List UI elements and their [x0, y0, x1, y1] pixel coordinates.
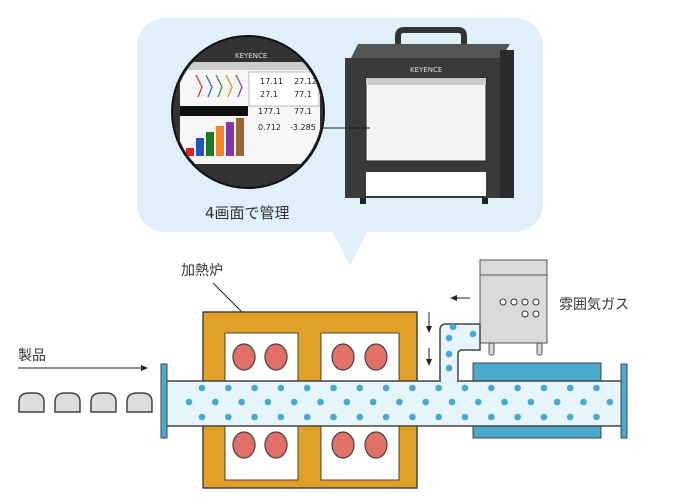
gas-particle	[225, 413, 232, 421]
gas-particle	[251, 413, 258, 421]
gas-particles	[185, 323, 614, 421]
data-logger-device: KEYENCE	[345, 27, 514, 204]
reading: 27.12	[294, 77, 317, 86]
reading: 17.11	[260, 77, 283, 86]
gas-particle	[343, 398, 351, 406]
gas-particle	[212, 398, 219, 406]
gas-particle	[445, 364, 453, 372]
reading: 77.1	[294, 90, 312, 99]
gas-particle	[330, 384, 337, 392]
gas-particle	[356, 413, 364, 421]
gas-label: 雰囲気ガス	[559, 297, 629, 313]
gas-particle	[382, 413, 390, 421]
furnace-label: 加熱炉	[181, 263, 223, 279]
gas-particle	[277, 413, 285, 421]
gas-particle	[264, 398, 272, 406]
reading: -3.285	[290, 123, 316, 132]
reading: 27.1	[260, 90, 278, 99]
gas-particle	[290, 398, 298, 406]
gas-particle	[251, 384, 258, 392]
reading: 0.712	[258, 123, 281, 132]
gas-particle	[449, 323, 457, 331]
gas-particle	[593, 384, 600, 392]
gas-particle	[606, 398, 614, 406]
gas-particle	[435, 384, 443, 392]
gas-particle	[488, 384, 495, 392]
gas-particle	[566, 384, 574, 392]
product-label: 製品	[18, 348, 46, 364]
gas-particle	[501, 398, 508, 406]
gas-particle	[198, 384, 206, 392]
gas-particle	[445, 350, 453, 358]
gas-particle	[469, 330, 477, 338]
gas-particle	[448, 398, 456, 406]
gas-particle	[422, 398, 430, 406]
gas-particle	[409, 384, 416, 392]
gas-particle	[317, 398, 324, 406]
tube-flange-left	[160, 363, 168, 439]
gas-particle	[461, 384, 469, 392]
brand-logo: KEYENCE	[235, 52, 267, 60]
gas-particle	[185, 398, 193, 406]
gas-particle	[277, 384, 285, 392]
gas-particle	[369, 398, 377, 406]
heater-elements	[232, 343, 388, 459]
gas-particle	[475, 398, 482, 406]
tube-flange-right	[620, 363, 628, 439]
reading: 77.1	[294, 107, 312, 116]
gas-particle	[445, 334, 453, 342]
gas-particle	[514, 413, 521, 421]
gas-particle	[396, 398, 403, 406]
gas-particle	[461, 413, 469, 421]
gas-particle	[553, 398, 561, 406]
gas-particle	[238, 398, 245, 406]
brand-logo: KEYENCE	[410, 66, 442, 74]
reading: 177.1	[258, 107, 281, 116]
magnifier-circle: 17.11 27.12 27.1 77.1 177.1 77.1 0.712 -…	[171, 35, 370, 189]
gas-particle	[198, 413, 206, 421]
gas-particle	[303, 413, 311, 421]
gas-particle	[527, 398, 535, 406]
products	[18, 392, 153, 413]
gas-particle	[540, 413, 548, 421]
gas-particle	[514, 384, 521, 392]
gas-particle	[580, 398, 587, 406]
gas-particle	[330, 413, 337, 421]
gas-particle	[540, 384, 548, 392]
callout-caption: 4画面で管理	[205, 204, 290, 222]
gas-particle	[488, 413, 495, 421]
gas-supply-unit	[479, 259, 548, 356]
gas-particle	[593, 413, 600, 421]
gas-particle	[566, 413, 574, 421]
gas-particle	[303, 384, 311, 392]
gas-particle	[356, 384, 364, 392]
gas-particle	[225, 384, 232, 392]
gas-particle	[409, 413, 416, 421]
gas-particle	[382, 384, 390, 392]
gas-particle	[435, 413, 443, 421]
